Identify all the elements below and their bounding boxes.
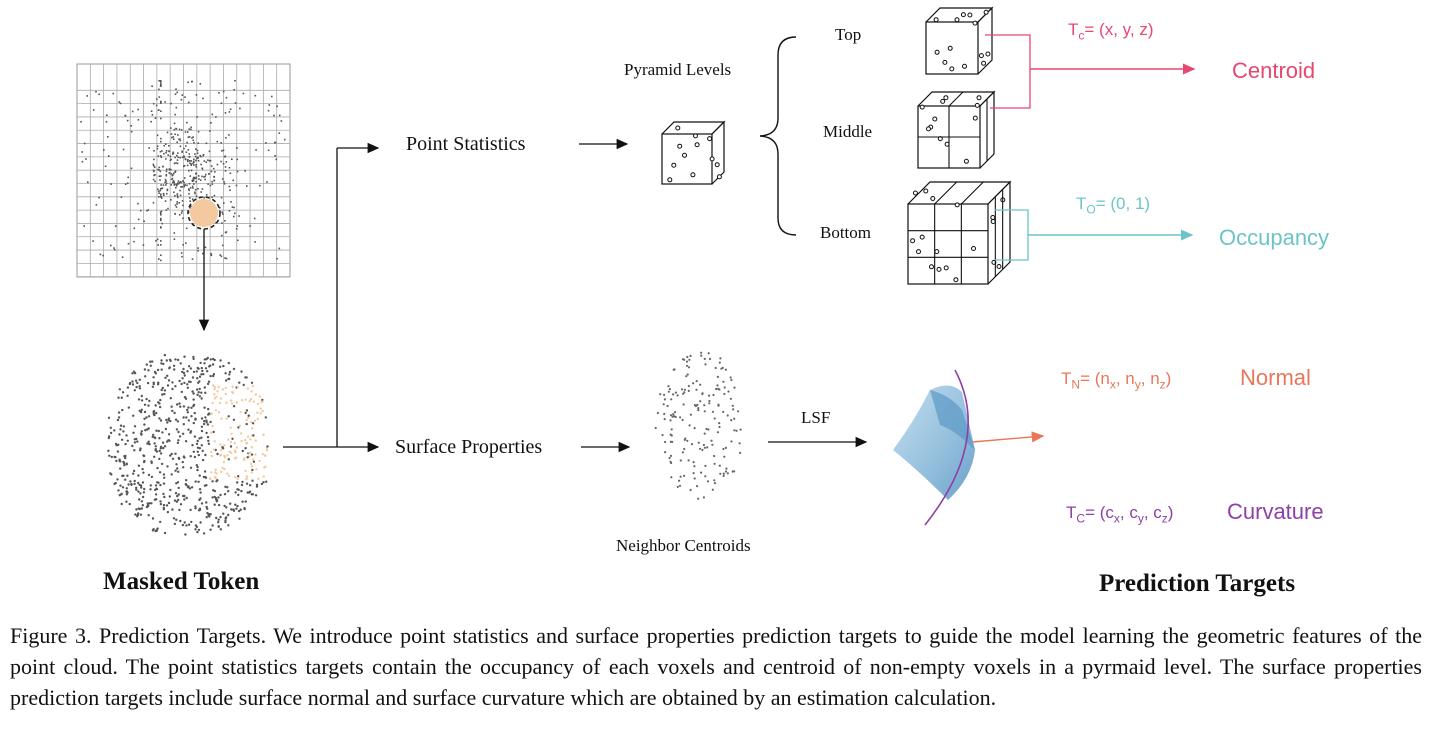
curvature-curve	[924, 369, 969, 526]
centroid-formula: Tc= (x, y, z)	[1068, 20, 1154, 43]
masked-token-highlight	[190, 199, 218, 227]
centroid-target: Centroid	[1232, 58, 1316, 83]
pyramid-levels-label: Pyramid Levels	[624, 60, 732, 79]
occupancy-target: Occupancy	[1219, 225, 1330, 250]
masked-token-point-cloud	[107, 353, 269, 536]
top-level-label: Top	[835, 25, 862, 44]
curvature-formula: TC= (cx, cy, cz)	[1066, 503, 1174, 526]
normal-arrow	[971, 431, 1045, 443]
middle-level-label: Middle	[823, 122, 873, 141]
curvature-target: Curvature	[1227, 499, 1324, 524]
neighbor-centroids-label: Neighbor Centroids	[616, 536, 751, 555]
occupancy-formula: TO= (0, 1)	[1076, 194, 1151, 217]
diagram-canvas	[76, 6, 1196, 536]
surface-properties-label: Surface Properties	[395, 436, 543, 458]
middle-level-cube	[917, 90, 996, 169]
figure-caption: Figure 3. Prediction Targets. We introdu…	[10, 623, 1422, 710]
surface-patch	[893, 369, 1045, 526]
top-level-cube	[925, 6, 994, 75]
normal-target: Normal	[1240, 365, 1311, 390]
normal-formula: TN= (nx, ny, nz)	[1061, 369, 1172, 392]
figure: Pyramid Levels Top Middle Bottom Point S…	[76, 6, 1330, 597]
bottom-level-label: Bottom	[820, 223, 872, 242]
lsf-label: LSF	[801, 408, 831, 427]
bottom-level-cube	[907, 180, 1012, 285]
centroid-bracket	[985, 34, 1031, 109]
pyramid-cube	[661, 120, 726, 185]
neighbor-centroids-points	[654, 351, 742, 500]
bev-grid-image	[76, 63, 291, 278]
level-brace	[759, 36, 797, 236]
prediction-targets-title: Prediction Targets	[1099, 570, 1296, 597]
masked-token-title: Masked Token	[103, 568, 260, 595]
occupancy-bracket	[995, 209, 1029, 261]
point-statistics-label: Point Statistics	[406, 133, 526, 155]
